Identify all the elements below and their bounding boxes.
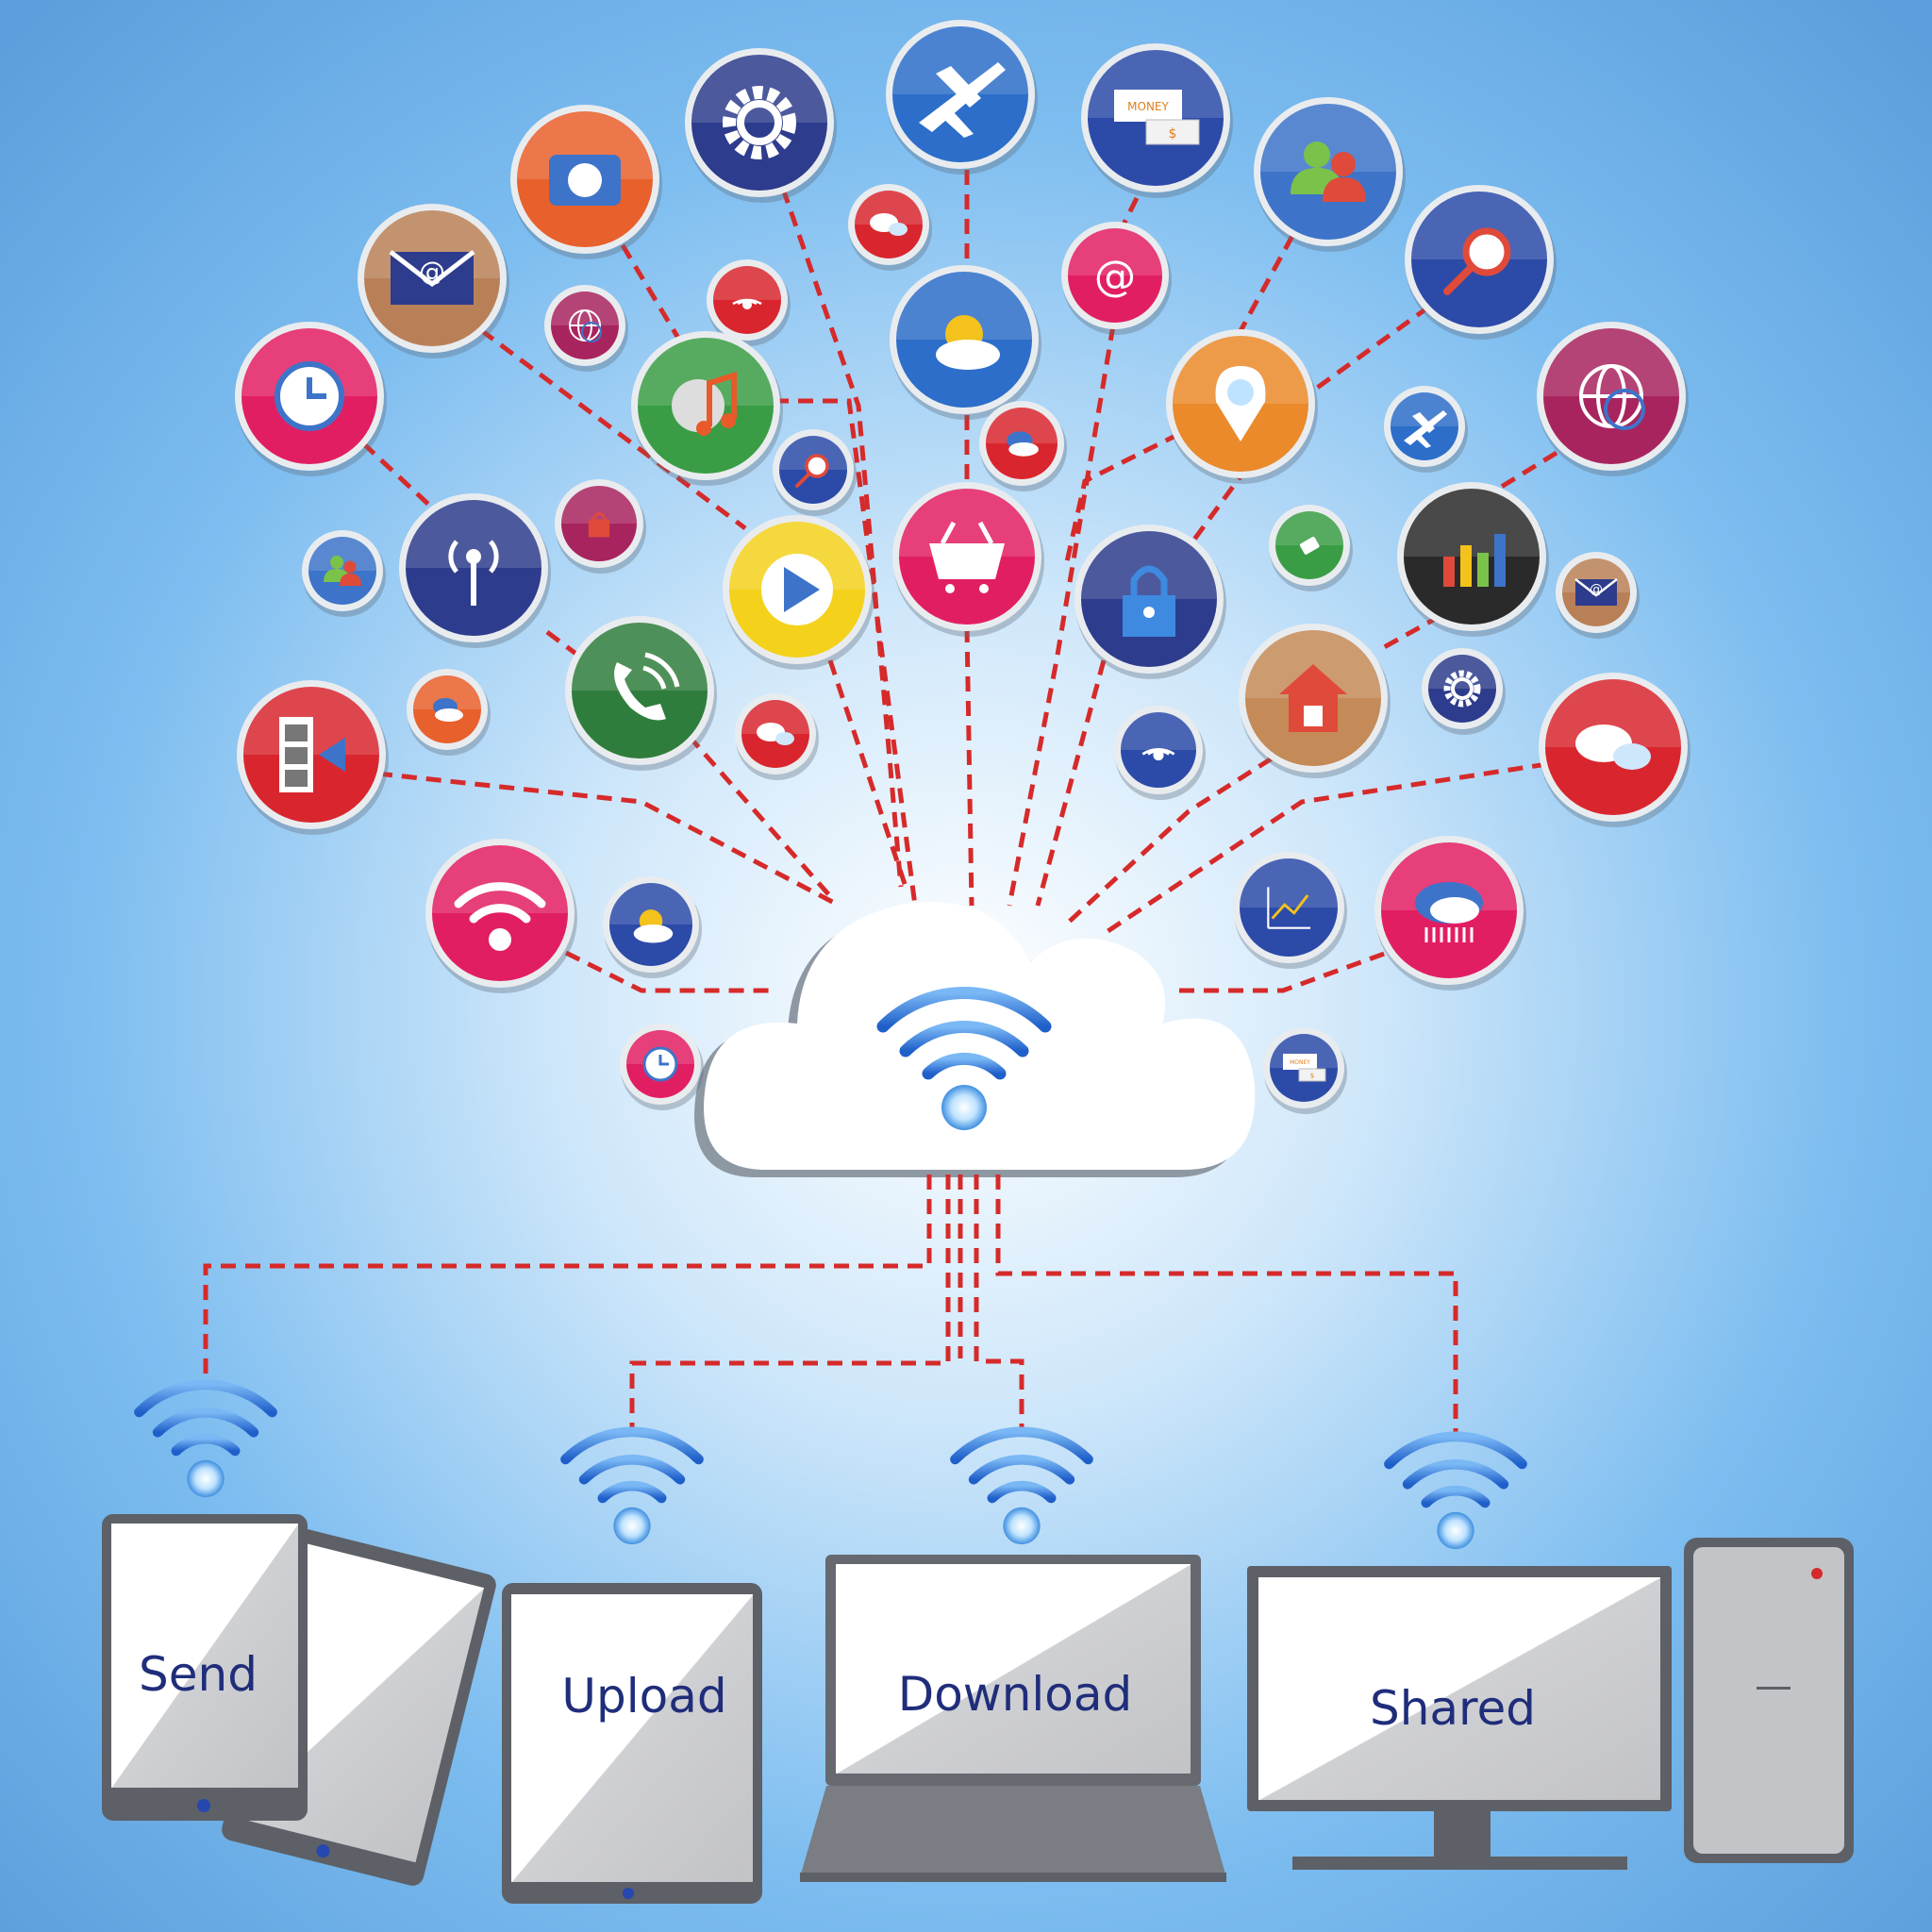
connector-basket [964, 626, 974, 907]
connector-wifi [564, 950, 774, 993]
money-small-icon: MONEY$ [1263, 1027, 1347, 1114]
cloud-small-icon [979, 401, 1067, 491]
connector-clock [361, 441, 436, 511]
svg-text:MONEY: MONEY [1127, 100, 1169, 113]
phone-app-icon [565, 616, 717, 771]
connector-phone [687, 734, 832, 898]
connector-rain [1179, 950, 1388, 993]
lock-bag-icon [555, 479, 646, 574]
svg-text:@: @ [1094, 252, 1136, 300]
radio-small-icon [707, 259, 791, 346]
chat-small-icon [848, 184, 932, 271]
svg-text:$: $ [1169, 126, 1177, 142]
connector-upload [629, 1174, 951, 1434]
shopping-basket-icon [892, 482, 1044, 637]
upload-device: Upload [502, 1583, 762, 1904]
mail-small-icon: @ [1556, 552, 1640, 639]
chat-small-icon-2 [735, 693, 819, 780]
device-connector-lines [203, 1174, 1458, 1434]
connector-search [1186, 304, 1431, 549]
connector-money [1110, 196, 1140, 247]
search-small-icon [773, 429, 857, 516]
connector-shared [995, 1174, 1458, 1434]
music-app-icon [631, 331, 783, 486]
connector-camera [620, 243, 682, 341]
globe-small-icon [544, 285, 628, 372]
shared-device: Shared [1247, 1538, 1854, 1870]
money-app-icon: MONEY$ [1081, 43, 1233, 198]
central-cloud [694, 902, 1256, 1177]
camera-app-icon [510, 105, 662, 259]
connector-barchart [1375, 601, 1464, 654]
at-app-icon: @ [1061, 222, 1172, 335]
antenna-app-icon [399, 493, 551, 648]
connector-pin [1063, 431, 1181, 567]
globe-app-icon [1537, 322, 1689, 476]
send-label: Send [139, 1647, 258, 1702]
mail-app-icon: @ [358, 204, 509, 358]
sign-small-icon [1269, 505, 1353, 591]
connector-video [376, 771, 841, 908]
connector-send [203, 1174, 932, 1387]
connector-house [1064, 742, 1294, 926]
video-camera-icon [237, 680, 389, 835]
svg-text:MONEY: MONEY [1290, 1059, 1310, 1066]
shared-label: Shared [1370, 1681, 1536, 1736]
line-chart-icon [1233, 852, 1347, 969]
app-icons: MONEY$@MONEY$@@ [235, 20, 1690, 1114]
weather-app-icon [603, 876, 702, 978]
radio-app-icon [1114, 706, 1206, 800]
icon-connector-lines [361, 170, 1558, 993]
search-app-icon [1405, 185, 1557, 340]
sun-cloud-icon [890, 265, 1041, 420]
play-app-icon [723, 515, 874, 670]
svg-text:@: @ [1590, 582, 1603, 597]
home-app-icon [1239, 624, 1391, 778]
clock-app-icon [235, 322, 387, 476]
upload-label: Upload [561, 1669, 726, 1724]
lock-app-icon [1074, 525, 1226, 679]
svg-text:@: @ [419, 256, 445, 287]
connector-music [774, 398, 918, 907]
clock-small-icon [620, 1024, 704, 1110]
settings-gear-icon [685, 48, 837, 203]
users-small-icon [302, 530, 386, 617]
rain-cloud-icon [1374, 836, 1526, 991]
download-device: Download [800, 1555, 1226, 1882]
connector-chat [1102, 761, 1548, 937]
contacts-app-icon [1254, 97, 1406, 252]
chat-app-icon [1539, 673, 1690, 827]
connector-people [1233, 234, 1295, 341]
svg-text:$: $ [1310, 1073, 1314, 1080]
plane-app-icon [886, 20, 1038, 175]
connector-play [827, 659, 908, 888]
connector-gear [780, 188, 904, 888]
send-device: Send [102, 1514, 496, 1886]
plane-small-icon [1384, 386, 1468, 473]
gear-small-icon [1422, 648, 1506, 735]
wifi-app-icon [425, 839, 577, 993]
bar-chart-icon [1397, 482, 1549, 637]
connector-lock [1035, 659, 1107, 907]
connector-mail [479, 328, 747, 530]
location-pin-icon [1166, 329, 1318, 484]
download-label: Download [898, 1667, 1133, 1722]
connector-download [974, 1174, 1024, 1434]
weather-small-icon [407, 669, 491, 756]
